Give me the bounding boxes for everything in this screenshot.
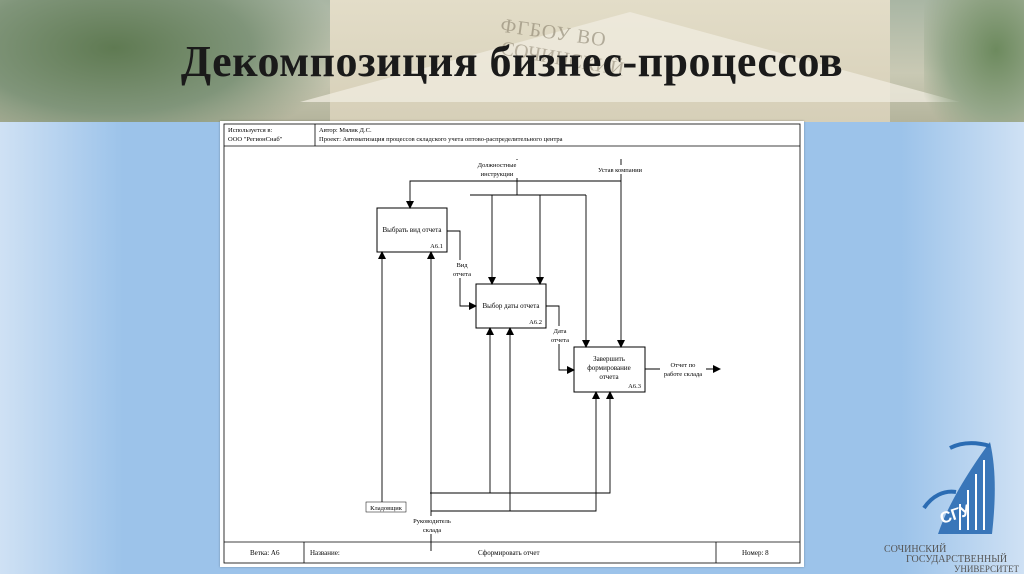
label-storekeeper: Кладовщик	[370, 505, 403, 512]
box-a61-label: Выбрать вид отчета	[382, 226, 442, 234]
box-a62-id: А6.2	[529, 319, 542, 326]
box-a61-id: А6.1	[430, 243, 443, 250]
university-logo: СГУ СОЧИНСКИЙ ГОСУДАРСТВЕННЫЙ УНИВЕРСИТЕ…	[880, 438, 1024, 574]
label-report-2: работе склада	[664, 371, 702, 378]
box-a63-label-2: формирование	[587, 364, 631, 372]
footer-name-label: Название:	[310, 549, 340, 557]
sgu-emblem-icon: СГУ СОЧИНСКИЙ ГОСУДАРСТВЕННЫЙ УНИВЕРСИТЕ…	[880, 438, 1024, 574]
box-a63-label-1: Завершить	[593, 355, 625, 363]
label-view-2: отчета	[453, 271, 471, 278]
idef0-diagram-sheet: Используется в: ООО "РегионСнаб" Автор: …	[220, 121, 804, 567]
header-used-in-label: Используется в:	[228, 127, 272, 134]
label-company-charter: Устав компании	[598, 167, 643, 174]
logo-line-3: УНИВЕРСИТЕТ	[954, 564, 1019, 574]
footer-node: Ветка: А6	[250, 549, 280, 557]
label-job-instructions-1: Должностные	[478, 162, 517, 169]
label-job-instructions-2: инструкции	[481, 171, 514, 178]
header-project: Проект: Автоматизация процессов складско…	[319, 136, 563, 143]
idef0-diagram: Используется в: ООО "РегионСнаб" Автор: …	[220, 121, 804, 567]
sheet-frame	[224, 124, 800, 563]
footer-number: Номер: 8	[742, 549, 769, 557]
label-warehouse-head-1: Руководитель	[413, 518, 451, 525]
box-a62-label: Выбор даты отчета	[482, 302, 540, 310]
label-report-1: Отчет по	[671, 362, 696, 369]
box-a62: Выбор даты отчета А6.2	[476, 284, 546, 328]
footer-name-value: Сформировать отчет	[478, 549, 540, 557]
box-a61: Выбрать вид отчета А6.1	[377, 208, 447, 252]
header-used-in-value: ООО "РегионСнаб"	[228, 136, 283, 143]
slide-title: Декомпозиция бизнес-процессов	[0, 36, 1024, 87]
box-a63-label-3: отчета	[599, 373, 619, 381]
box-a63-id: А6.3	[628, 383, 641, 390]
header-author: Автор: Мялик Д.С.	[319, 127, 372, 134]
label-date-2: отчета	[551, 337, 569, 344]
label-date-1: Дата	[554, 328, 567, 335]
box-a63: Завершить формирование отчета А6.3	[574, 347, 645, 392]
label-view-1: Вид	[456, 262, 468, 269]
label-warehouse-head-2: склада	[423, 527, 441, 534]
